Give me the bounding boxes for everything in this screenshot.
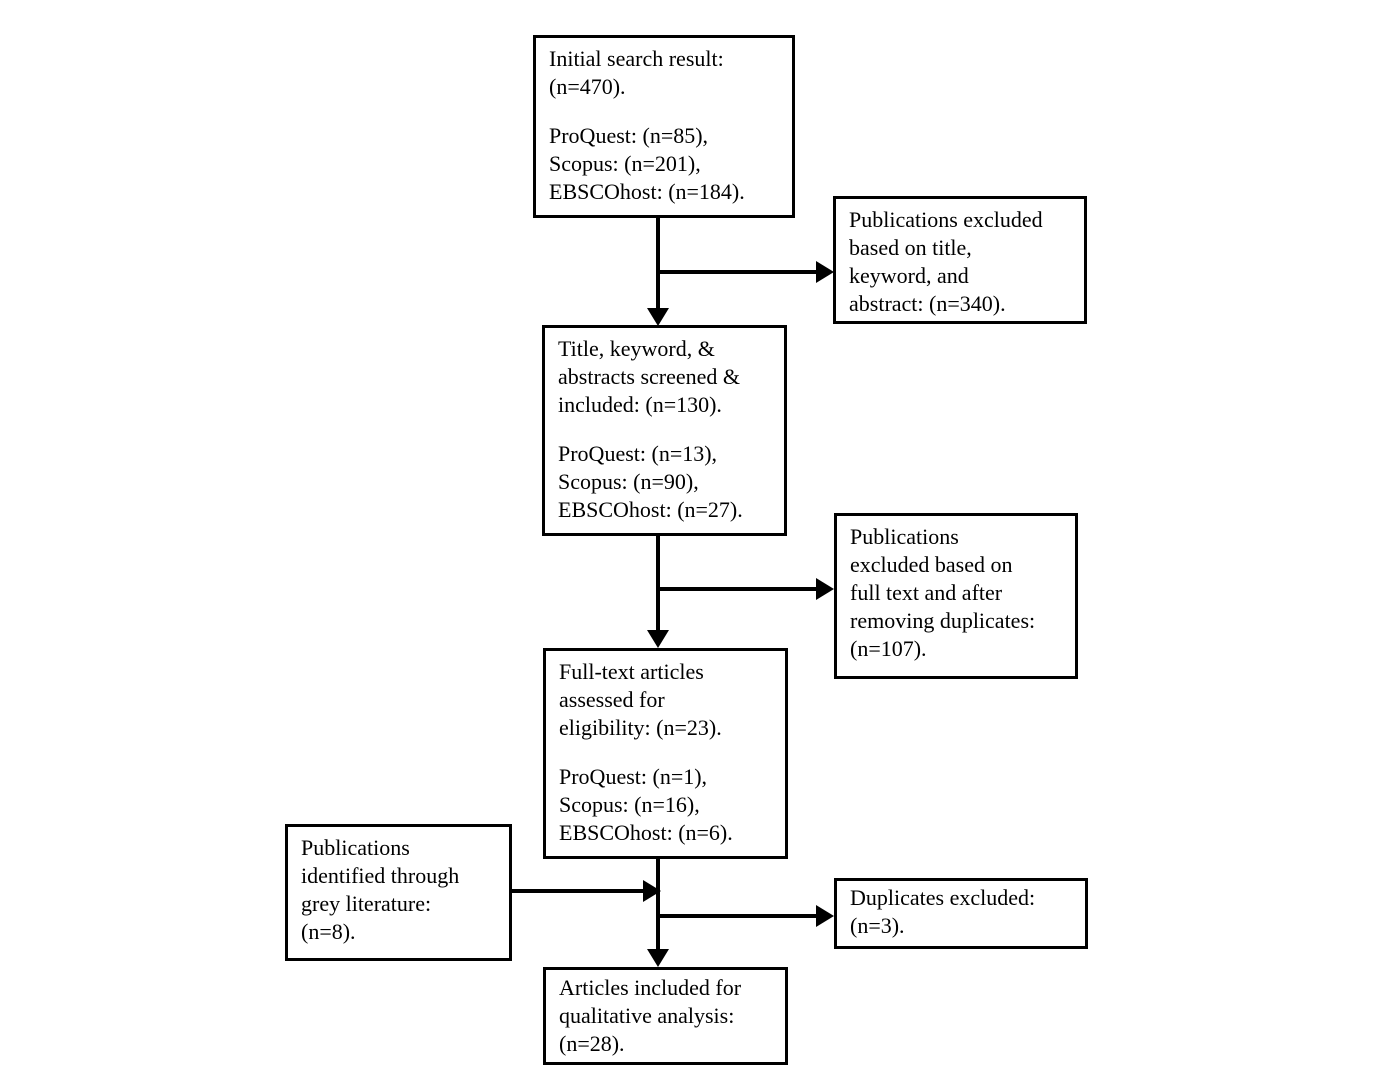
arrow-screened-to-fulltext bbox=[647, 536, 669, 648]
arrow-right-icon bbox=[816, 261, 834, 283]
box-text: Articles included for qualitative analys… bbox=[559, 975, 742, 1056]
box-title-keyword-screened: Title, keyword, & abstracts screened & i… bbox=[542, 325, 787, 536]
box-excluded-full-text: Publications excluded based on full text… bbox=[834, 513, 1078, 679]
box-full-text-assessed: Full-text articles assessed for eligibil… bbox=[543, 648, 788, 859]
box-grey-literature: Publications identified through grey lit… bbox=[285, 824, 512, 961]
arrow-right-icon bbox=[816, 905, 834, 927]
box-text: Publications excluded based on title, ke… bbox=[849, 207, 1043, 316]
box-text: Duplicates excluded: (n=3). bbox=[850, 885, 1036, 938]
arrow-branch-to-excluded-fulltext bbox=[658, 578, 834, 600]
arrow-down-icon bbox=[647, 630, 669, 648]
box-text: ProQuest: (n=1), Scopus: (n=16), EBSCOho… bbox=[559, 764, 733, 845]
arrow-right-icon bbox=[816, 578, 834, 600]
arrow-branch-to-excluded-title bbox=[658, 261, 834, 283]
arrow-down-icon bbox=[647, 949, 669, 967]
box-included-qualitative-analysis: Articles included for qualitative analys… bbox=[543, 967, 788, 1065]
arrow-grey-to-mainline bbox=[512, 880, 661, 902]
arrow-fulltext-to-included bbox=[647, 859, 669, 967]
box-text: Title, keyword, & abstracts screened & i… bbox=[558, 336, 741, 417]
arrow-initial-to-screened bbox=[647, 218, 669, 326]
arrow-right-icon bbox=[643, 880, 661, 902]
box-text: ProQuest: (n=13), Scopus: (n=90), EBSCOh… bbox=[558, 441, 743, 522]
box-initial-search-result: Initial search result: (n=470). ProQuest… bbox=[533, 35, 795, 218]
arrow-down-icon bbox=[647, 308, 669, 326]
box-text: Initial search result: (n=470). bbox=[549, 46, 724, 99]
arrow-branch-to-duplicates bbox=[658, 905, 834, 927]
box-excluded-title-keyword-abstract: Publications excluded based on title, ke… bbox=[833, 196, 1087, 324]
box-text: Publications identified through grey lit… bbox=[301, 835, 460, 944]
box-duplicates-excluded: Duplicates excluded: (n=3). bbox=[834, 878, 1088, 949]
box-text: ProQuest: (n=85), Scopus: (n=201), EBSCO… bbox=[549, 123, 745, 204]
box-text: Full-text articles assessed for eligibil… bbox=[559, 659, 722, 740]
box-text: Publications excluded based on full text… bbox=[850, 524, 1036, 661]
